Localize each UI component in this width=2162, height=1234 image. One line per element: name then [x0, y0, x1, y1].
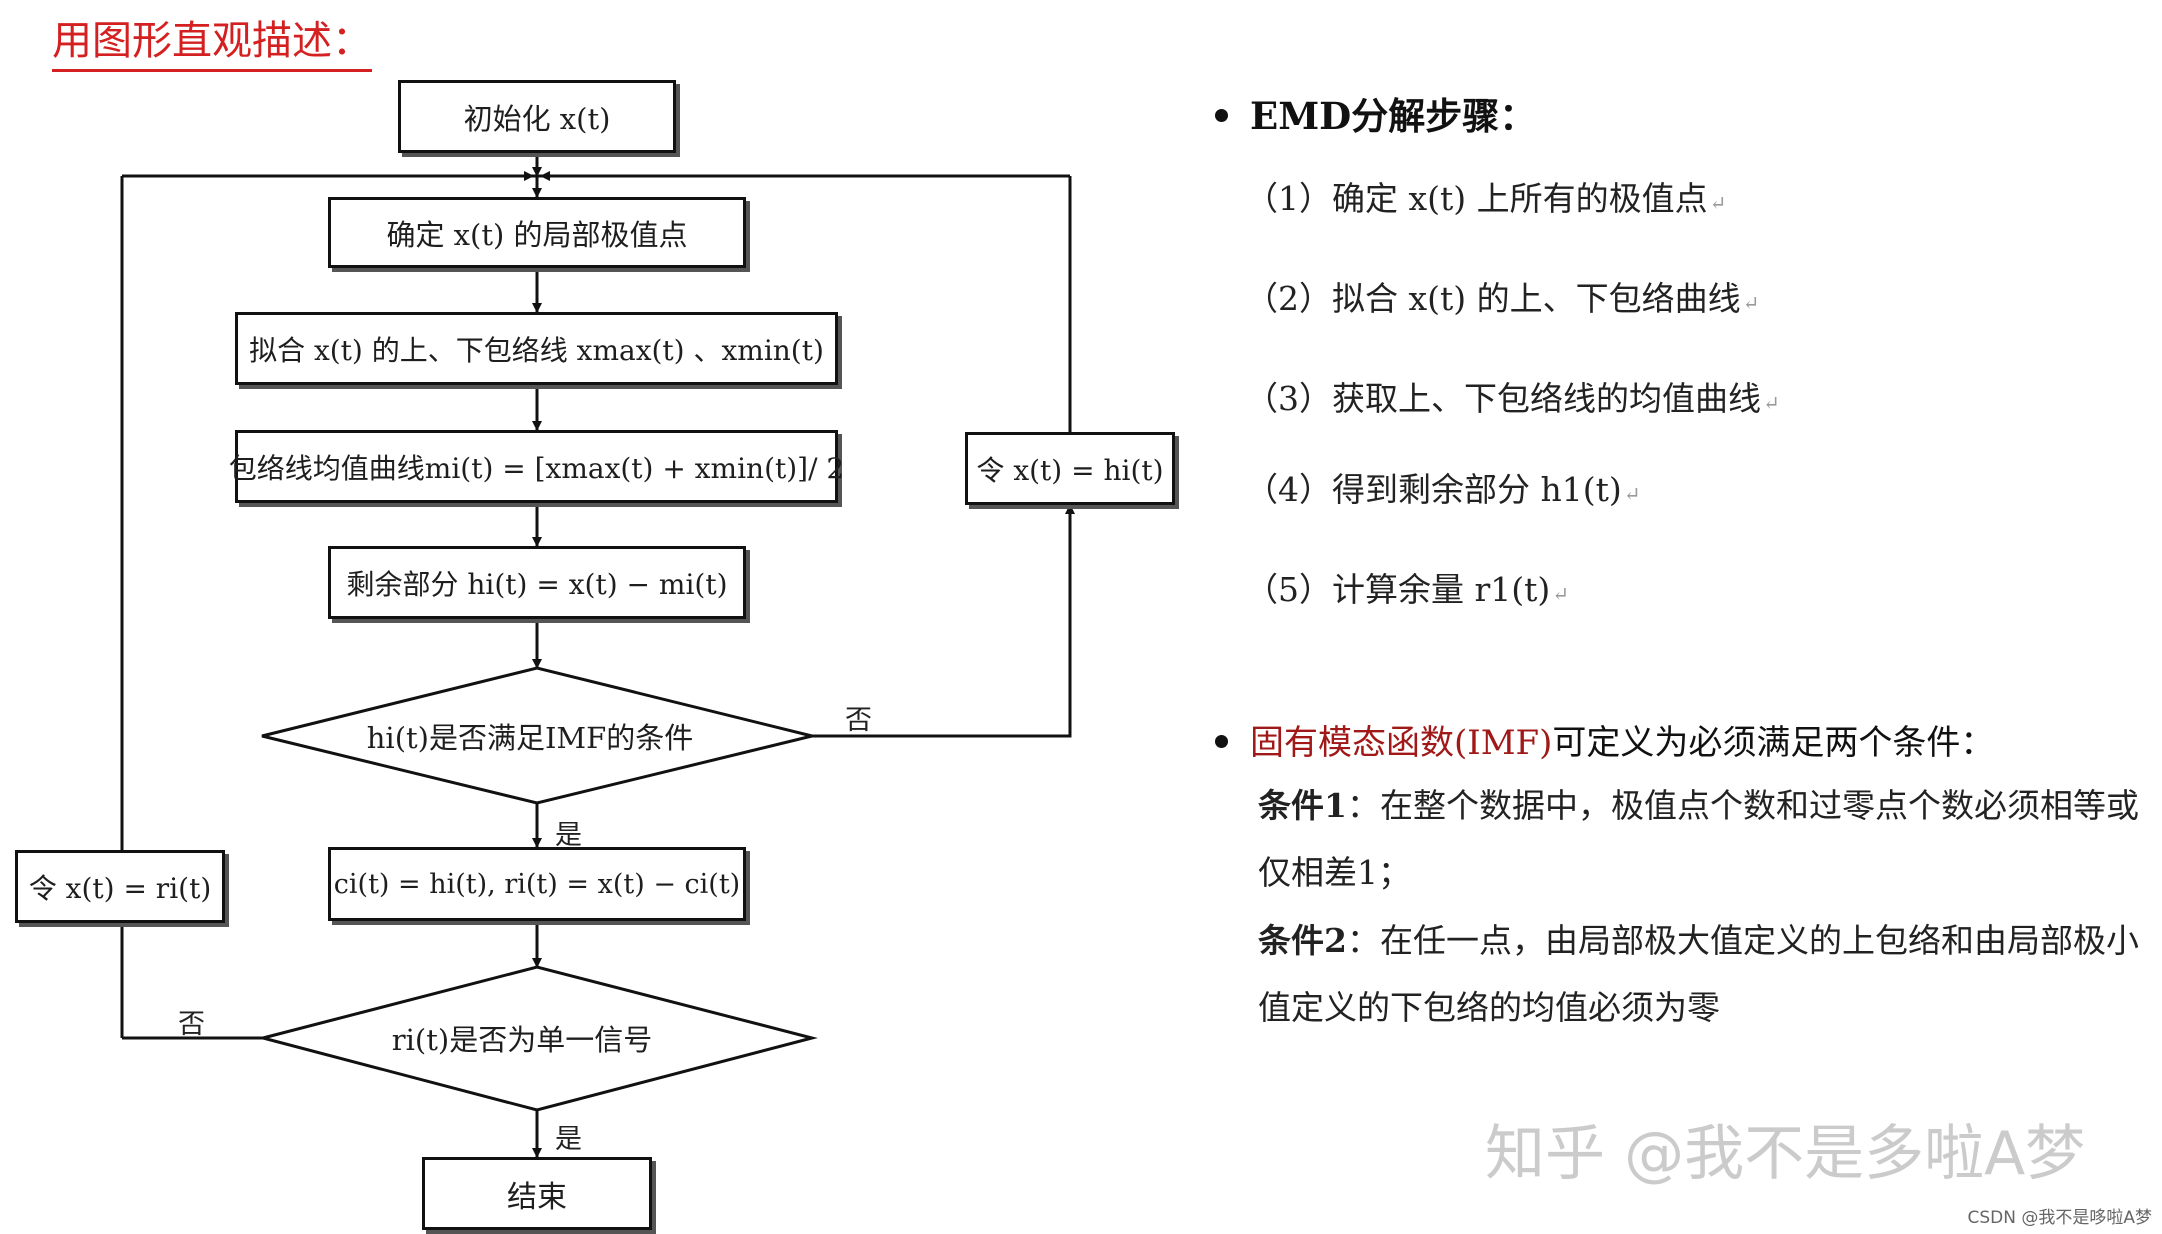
- remainder-box: 剩余部分 hi(t) = x(t) − mi(t): [328, 546, 746, 619]
- emd-step-2: （2）拟合 x(t) 的上、下包络曲线↵: [1245, 279, 1760, 318]
- no-label-single: 否: [178, 1009, 205, 1040]
- set-h-box: 令 x(t) = hi(t): [965, 432, 1175, 505]
- imf-title-red: 固有模态函数(IMF): [1250, 723, 1553, 763]
- emd-title: EMD分解步骤：: [1215, 86, 1536, 140]
- bullet-icon: [1215, 109, 1228, 122]
- return-icon: ↵: [1552, 582, 1570, 606]
- extract-box: ci(t) = hi(t), ri(t) = x(t) − ci(t): [328, 847, 746, 921]
- emd-step-3: （3）获取上、下包络线的均值曲线↵: [1245, 379, 1780, 418]
- emd-title-text: EMD分解步骤：: [1250, 94, 1537, 138]
- imf-condition-2: 条件2：在任一点，由局部极大值定义的上包络和由局部极小值定义的下包络的均值必须为…: [1258, 907, 2162, 1041]
- page-heading: 用图形直观描述：: [52, 8, 372, 72]
- single-decision-label: ri(t)是否为单一信号: [391, 1023, 653, 1057]
- emd-step-5: （5）计算余量 r1(t)↵: [1245, 570, 1570, 609]
- return-icon: ↵: [1763, 391, 1780, 415]
- csdn-credit: CSDN @我不是哆啦A梦: [1967, 1208, 2152, 1228]
- cond1-label: 条件1: [1258, 786, 1347, 825]
- cond2-label: 条件2: [1258, 921, 1347, 960]
- loop-right-line: [812, 505, 1072, 738]
- imf-condition-1: 条件1：在整个数据中，极值点个数和过零点个数必须相等或仅相差1；: [1258, 772, 2162, 906]
- emd-step-4: （4）得到剩余部分 h1(t)↵: [1245, 470, 1641, 509]
- yes-label-imf: 是: [555, 820, 582, 851]
- find-extrema-box: 确定 x(t) 的局部极值点: [328, 197, 746, 268]
- single-decision-diamond: [257, 965, 818, 1112]
- return-icon: ↵: [1623, 482, 1641, 506]
- cond2-text: ：在任一点，由局部极大值定义的上包络和由局部极小值定义的下包络的均值必须为零: [1258, 921, 2139, 1027]
- init-box: 初始化 x(t): [398, 80, 676, 153]
- imf-title: 固有模态函数(IMF)可定义为必须满足两个条件：: [1215, 715, 1994, 764]
- fit-envelope-box: 拟合 x(t) 的上、下包络线 xmax(t) 、xmin(t): [235, 312, 838, 385]
- end-box: 结束: [422, 1157, 652, 1230]
- return-icon: ↵: [1742, 291, 1760, 315]
- imf-title-rest: 可定义为必须满足两个条件：: [1552, 723, 1995, 763]
- bullet-icon: [1215, 734, 1228, 748]
- mean-curve-box: 包络线均值曲线mi(t) = [xmax(t) + xmin(t)]/ 2: [229, 430, 844, 503]
- imf-decision-label: hi(t)是否满足IMF的条件: [366, 721, 694, 755]
- no-label-imf: 否: [845, 705, 872, 736]
- emd-step-1: （1）确定 x(t) 上所有的极值点↵: [1245, 179, 1727, 218]
- cond1-text: ：在整个数据中，极值点个数和过零点个数必须相等或仅相差1；: [1258, 786, 2139, 892]
- set-r-box: 令 x(t) = ri(t): [15, 850, 225, 923]
- return-icon: ↵: [1709, 191, 1727, 215]
- imf-decision-diamond: [261, 666, 813, 805]
- zhihu-watermark: 知乎 @我不是多啦A梦: [1485, 1119, 2086, 1189]
- yes-label-single: 是: [555, 1124, 582, 1155]
